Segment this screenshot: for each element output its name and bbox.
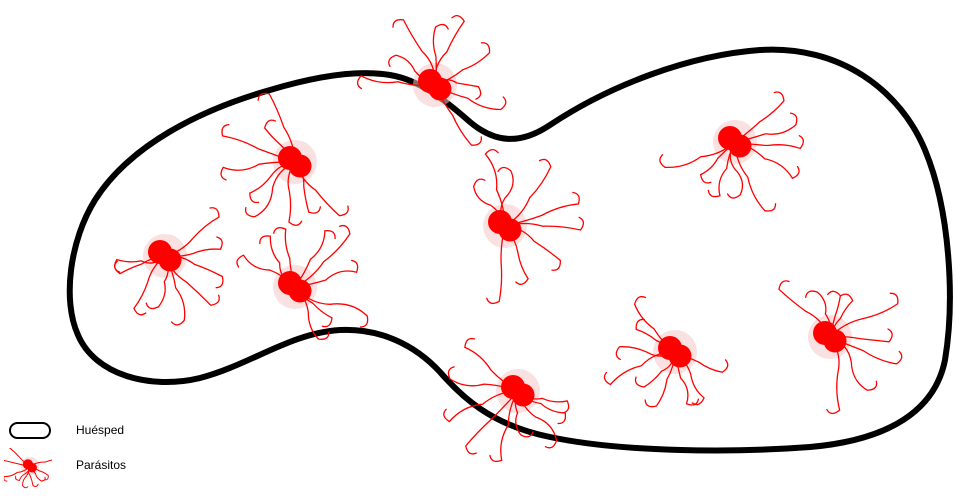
parasite [221, 93, 348, 225]
parasite-body [27, 463, 37, 473]
parasite-body [669, 345, 692, 368]
parasite [358, 16, 506, 146]
parasite-body [159, 249, 182, 272]
parasite [474, 150, 584, 304]
parasite [444, 338, 569, 461]
parasite-body [289, 155, 312, 178]
legend-parasite-label: Parásitos [76, 458, 126, 472]
parasite-body [824, 330, 847, 353]
host-oval-icon [9, 422, 51, 439]
legend-host-label: Huésped [76, 423, 124, 437]
parasite-icon [4, 448, 52, 498]
parasite [660, 92, 803, 211]
parasite [604, 297, 727, 407]
parasite-body [512, 384, 535, 407]
parasite [115, 208, 223, 325]
parasite-body [729, 135, 752, 158]
parasite-body [499, 219, 522, 242]
parasites-layer [115, 16, 902, 462]
parasite-body [429, 78, 452, 101]
parasite [4, 448, 52, 488]
parasite [779, 281, 902, 414]
parasite-body [289, 280, 312, 303]
parasite [237, 226, 368, 340]
